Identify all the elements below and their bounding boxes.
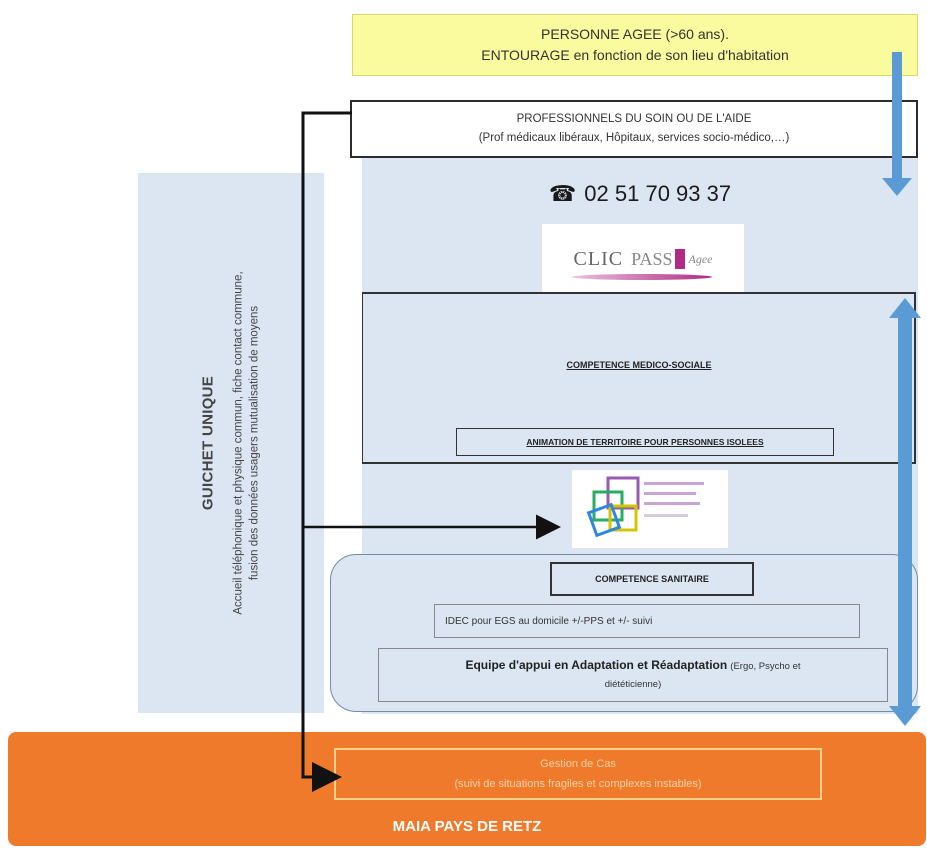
equipe-line2: diététicienne) — [604, 679, 662, 690]
gestion-line2: (suivi de situations fragiles et complex… — [454, 778, 702, 790]
equipe-line1: Equipe d'appui en Adaptation et Réadapta… — [465, 656, 800, 676]
idec-label: IDEC pour EGS au domicile +/-PPS et +/- … — [445, 615, 653, 627]
guichet-unique-panel: GUICHET UNIQUE Accueil téléphonique et p… — [138, 173, 324, 713]
phone-number[interactable]: 02 51 70 93 37 — [584, 181, 732, 206]
elderly-person-box: PERSONNE AGEE (>60 ans). ENTOURAGE en fo… — [352, 14, 918, 76]
reseau-squares-icon — [586, 476, 704, 538]
gestion-cas-box: Gestion de Cas (suivi de situations frag… — [334, 748, 822, 800]
sanitaire-title: COMPETENCE SANITAIRE — [595, 574, 709, 584]
connector-line — [301, 111, 352, 792]
logo-swoosh — [572, 274, 712, 280]
maia-title: MAIA PAYS DE RETZ — [392, 818, 542, 835]
logo-text-pass: PASS — [631, 248, 673, 269]
maia-panel — [8, 732, 926, 846]
professionals-line1: PROFESSIONNELS DU SOIN OU DE L'AIDE — [516, 113, 752, 125]
blue-down-arrow — [882, 52, 912, 196]
equipe-bold-label: Equipe d'appui en Adaptation et Réadapta… — [465, 658, 728, 672]
territory-animation-box: ANIMATION DE TERRITOIRE POUR PERSONNES I… — [456, 428, 834, 456]
clic-pass-agee-logo: CLIC PASS Agee — [542, 224, 744, 294]
territory-animation-label: ANIMATION DE TERRITOIRE POUR PERSONNES I… — [526, 437, 764, 447]
reseau-sante-logo — [572, 470, 728, 548]
professionals-box: PROFESSIONNELS DU SOIN OU DE L'AIDE (Pro… — [350, 100, 918, 158]
logo-text-agee: Agee — [688, 251, 713, 266]
sanitaire-title-box: COMPETENCE SANITAIRE — [550, 562, 754, 596]
logo-text-clic: CLIC — [573, 247, 624, 270]
equipe-rest-label: (Ergo, Psycho et — [730, 661, 801, 672]
equipe-appui-box: Equipe d'appui en Adaptation et Réadapta… — [378, 648, 888, 702]
keyhole-icon — [675, 249, 686, 269]
elderly-person-line1: PERSONNE AGEE (>60 ans). — [541, 26, 729, 42]
telephone-icon: ☎ — [548, 181, 577, 206]
phone-number-row: ☎ 02 51 70 93 37 — [362, 176, 918, 212]
medico-social-title: COMPETENCE MEDICO-SOCIALE — [566, 360, 712, 370]
elderly-person-line2: ENTOURAGE en fonction de son lieu d'habi… — [481, 47, 789, 63]
gestion-line1: Gestion de Cas — [540, 758, 616, 770]
idec-box: IDEC pour EGS au domicile +/-PPS et +/- … — [434, 604, 860, 638]
professionals-line2: (Prof médicaux libéraux, Hôpitaux, servi… — [478, 132, 790, 144]
blue-double-arrow — [889, 298, 921, 726]
